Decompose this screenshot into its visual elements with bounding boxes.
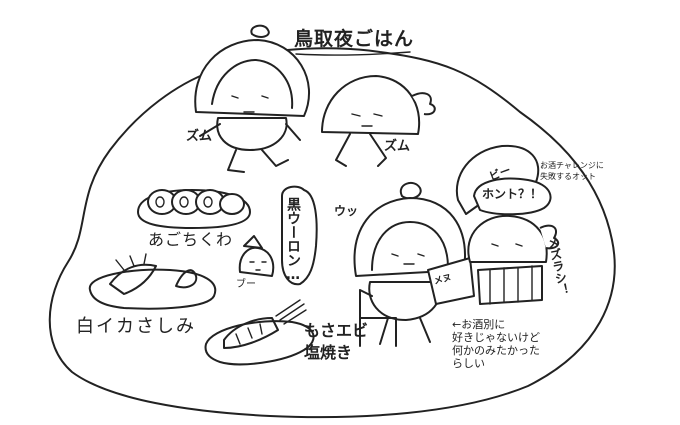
grilled-shrimp-plate-icon (204, 299, 315, 366)
sfx-buu: ブー (236, 279, 256, 290)
blob-outline (48, 47, 616, 419)
dish-label-ika-sashimi: 白イカさしみ (76, 316, 196, 337)
bird-character-icon (238, 235, 275, 277)
speech-bubble-kuro (281, 185, 318, 286)
speech-honto: ホント？！ (482, 187, 543, 201)
sfx-utsu: ウッ (334, 204, 359, 218)
speech-kuro-oolong: 黒ウーロン… (285, 197, 301, 283)
page-title: 鳥取夜ごはん (294, 28, 415, 50)
chikuwa-plate-icon (137, 189, 251, 229)
speech-bubble-honto (473, 177, 552, 216)
caption-note: ←お酒別に 好きじゃないけど 何かのみたかった らしい (452, 318, 540, 370)
dish-label-ebi: もさエビ 塩焼き (304, 321, 369, 362)
round-character-with-bun-icon (194, 24, 310, 173)
woman-character-icon (353, 181, 475, 347)
dish-label-ago-chikuwa: あごちくわ (148, 230, 234, 249)
squid-sashimi-plate-icon (88, 253, 217, 310)
sfx-zumu-right: ズム (384, 139, 411, 154)
title-underline (295, 51, 411, 56)
sfx-zumu-left: ズム (186, 129, 213, 144)
round-character-icon (321, 75, 436, 167)
note-top-right: お酒チャレンジに 失敗するオット (540, 161, 604, 181)
fish-character-icon (467, 214, 560, 305)
